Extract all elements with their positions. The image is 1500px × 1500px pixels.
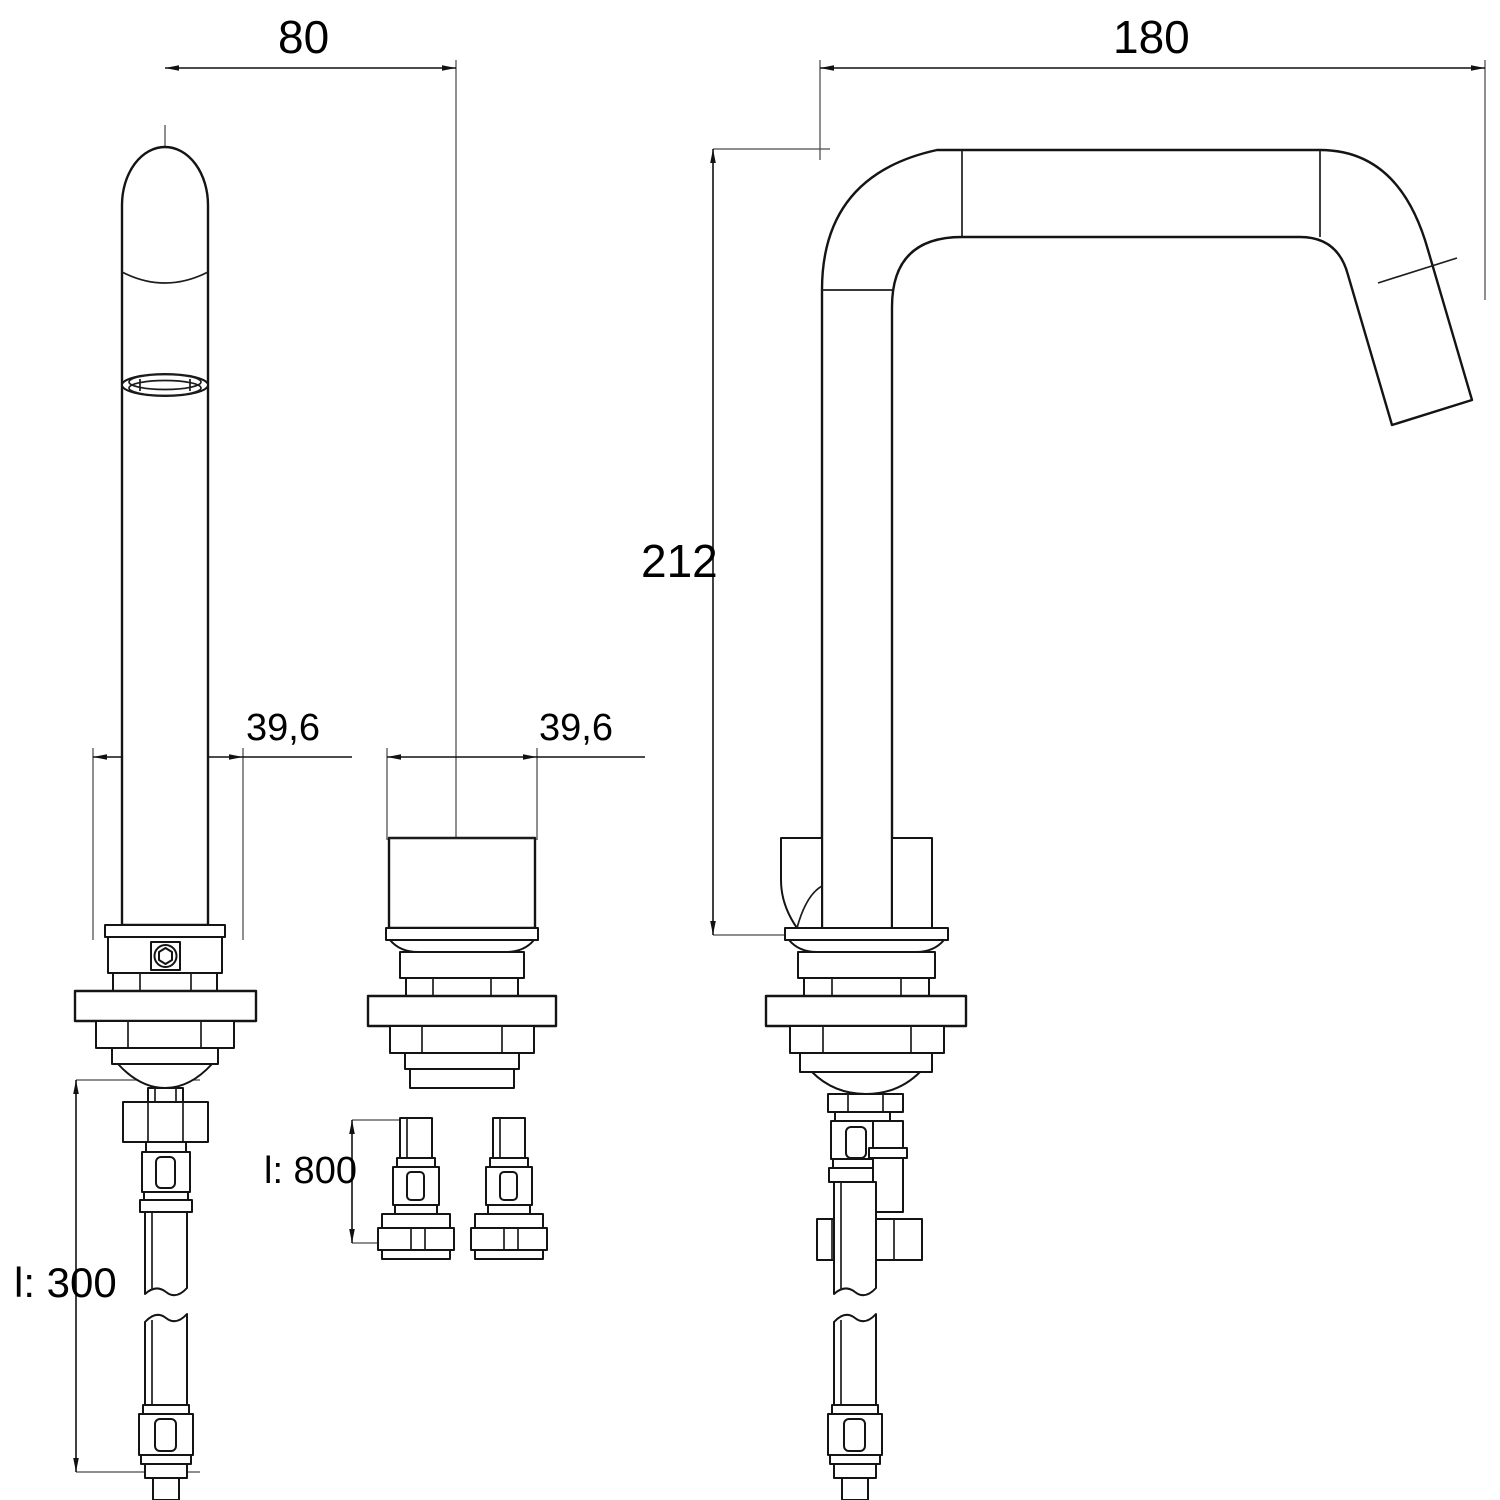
mounting-flange — [73, 989, 258, 1023]
dimension-label-spout-height: 212 — [641, 535, 718, 587]
aerator-ring-icon — [121, 373, 209, 397]
handle-mounting-flange — [366, 994, 558, 1028]
assembly-supply-hose — [827, 1181, 883, 1500]
supply-hose-lower — [144, 1313, 188, 1406]
hose-end-connector — [138, 1404, 194, 1500]
dimension-label-spout-reach: 180 — [1113, 11, 1190, 63]
handle-lower-stack — [389, 1025, 535, 1089]
assembly-lower-stack — [789, 1025, 945, 1113]
spout-column — [120, 145, 210, 927]
short-hose-right — [470, 1117, 548, 1260]
handle-base-collar — [385, 927, 539, 997]
dimension-line-180 — [819, 60, 1486, 300]
view-side-assembly — [764, 148, 1474, 1500]
dimension-label-spout-width: 80 — [278, 11, 330, 63]
dimension-label-handle-diameter-left: 39,6 — [246, 707, 320, 749]
hose-connector-upper — [139, 1141, 193, 1213]
dimension-label-hose-length-short: l: 800 — [264, 1150, 357, 1192]
dimension-label-hose-length-long: l: 300 — [14, 1259, 117, 1306]
hex-nut-connector — [122, 1101, 209, 1143]
supply-hose-upper — [144, 1211, 188, 1297]
handle-body — [387, 836, 537, 930]
assembly-base-collar — [784, 927, 949, 997]
short-hose-left — [377, 1117, 455, 1260]
dimension-line-396-right — [386, 748, 645, 840]
spout-gooseneck — [820, 148, 1474, 932]
spout-lower-stack — [95, 1020, 235, 1103]
spout-base-collar — [104, 924, 226, 992]
assembly-mounting-flange — [764, 994, 968, 1028]
view-front-handle — [366, 836, 558, 1260]
view-front-spout — [73, 145, 258, 1500]
side-handle-body — [780, 837, 933, 929]
assembly-hose-connectors — [816, 1111, 923, 1261]
dimension-label-handle-diameter-right: 39,6 — [539, 707, 613, 749]
dimension-line-212 — [710, 148, 830, 936]
